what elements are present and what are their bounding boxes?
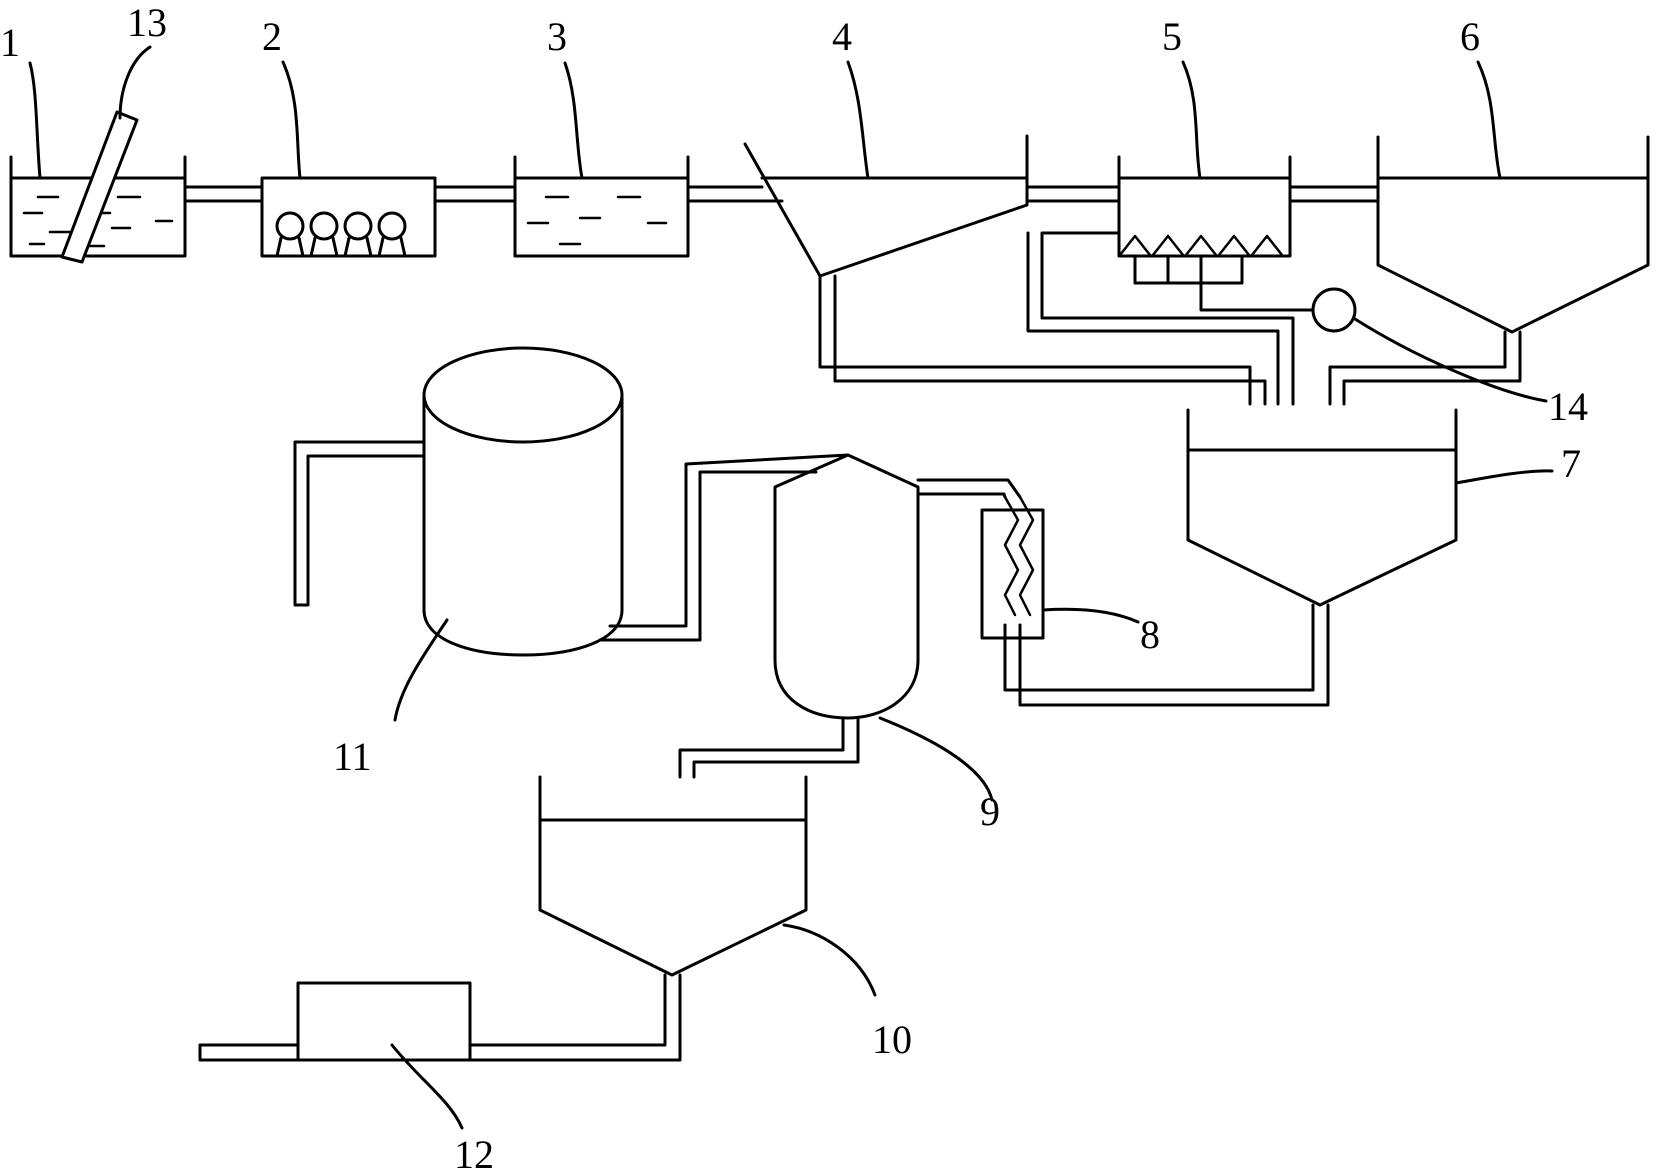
unit-2-box xyxy=(260,176,437,258)
number-labels: 1 13 2 3 4 5 6 14 7 8 9 11 10 12 xyxy=(0,0,1588,1175)
label-12: 12 xyxy=(454,1132,494,1175)
top-pipes xyxy=(183,185,1380,203)
label-7: 7 xyxy=(1561,441,1581,486)
unit-9-vessel xyxy=(598,453,994,802)
unit-3-tank xyxy=(513,155,690,258)
label-2: 2 xyxy=(262,14,282,59)
unit-6-hopper xyxy=(1328,135,1650,406)
label-14: 14 xyxy=(1548,384,1588,429)
liquid-marks-3 xyxy=(526,195,668,246)
unit-14-pump xyxy=(1311,287,1548,403)
label-10: 10 xyxy=(872,1017,912,1062)
leader-lines xyxy=(28,45,1502,180)
label-3: 3 xyxy=(547,14,567,59)
unit-10-hopper xyxy=(468,775,877,1062)
unit-4-settler xyxy=(743,134,1267,406)
unit-12-box xyxy=(198,981,472,1130)
label-13: 13 xyxy=(127,0,167,45)
label-9: 9 xyxy=(980,789,1000,834)
label-6: 6 xyxy=(1460,14,1480,59)
unit-2-spheres xyxy=(275,211,407,258)
unit-13-inclined-pipe xyxy=(60,110,139,264)
label-1: 1 xyxy=(0,20,20,65)
unit-5-aeration-box xyxy=(1026,155,1315,406)
label-8: 8 xyxy=(1140,612,1160,657)
label-11: 11 xyxy=(333,734,372,779)
label-5: 5 xyxy=(1162,14,1182,59)
label-4: 4 xyxy=(832,14,852,59)
unit-8-heat-exchanger xyxy=(916,478,1140,640)
unit-7-hopper xyxy=(1003,408,1554,707)
unit-5-diffusers xyxy=(1118,234,1284,257)
unit-11-cylinder-tank xyxy=(293,346,624,722)
